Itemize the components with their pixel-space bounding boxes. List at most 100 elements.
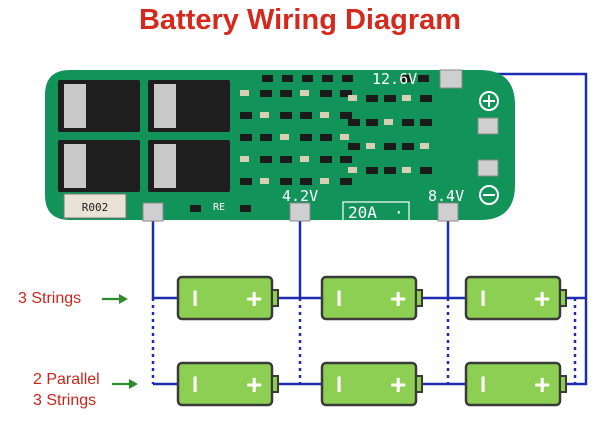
mosfet-tab: [154, 144, 176, 188]
smd-component: [348, 119, 360, 126]
row1-label: 3 Strings: [18, 290, 81, 307]
smd-component: [240, 112, 252, 119]
smd-component: [280, 178, 292, 185]
pad-12v6: [439, 69, 463, 89]
smd-component: [340, 112, 352, 119]
smd-component: [420, 167, 432, 174]
resistor-code: R002: [82, 201, 109, 214]
battery-plus-symbol: +: [534, 283, 550, 314]
smd-component: [260, 156, 272, 163]
smd-component: [300, 90, 309, 96]
wire-b-minus-row1: [151, 220, 178, 300]
mosfet-tab: [64, 84, 86, 128]
smd-component: [402, 143, 414, 150]
mosfet-tab: [64, 144, 86, 188]
arrow-right-icon: [112, 379, 138, 389]
smd-component: [384, 95, 396, 102]
smd-component: [366, 95, 378, 102]
current-dot: ·: [394, 203, 404, 222]
re-label: RE: [213, 202, 225, 213]
smd-component: [384, 119, 393, 125]
row1-label-line: 3 Strings: [18, 290, 81, 307]
minus-circle-icon: [479, 185, 499, 205]
smd-component: [300, 112, 312, 119]
smd-component: [260, 134, 272, 141]
pad-8v4: [437, 202, 459, 222]
smd-components: [190, 75, 432, 212]
smd-component: [420, 119, 432, 126]
smd-component: [282, 75, 293, 82]
smd-component: [320, 178, 329, 184]
label-12v6: 12.6V: [372, 70, 417, 88]
battery-cell: I+: [320, 275, 423, 321]
smd-component: [402, 167, 411, 173]
smd-component: [342, 75, 353, 82]
row-labels: 3 Strings 2 Parallel 3 Strings: [18, 290, 138, 409]
smd-component: [260, 90, 272, 97]
battery-plus-symbol: +: [246, 369, 262, 400]
smd-component: [340, 156, 352, 163]
arrow-right-icon: [102, 294, 128, 304]
smd-component: [300, 178, 312, 185]
smd-component: [420, 95, 432, 102]
row2-label: 2 Parallel 3 Strings: [33, 371, 104, 409]
smd-component: [384, 143, 396, 150]
solder-pads: [142, 69, 499, 222]
smd-component: [366, 119, 378, 126]
smd-component: [280, 90, 292, 97]
current-rating: 20A: [348, 203, 377, 222]
smd-component: [240, 178, 252, 185]
battery-plus-symbol: +: [390, 369, 406, 400]
smd-component: [320, 134, 332, 141]
shunt-resistor: [63, 193, 127, 219]
mosfet-tabs: [64, 84, 176, 188]
smd-component: [340, 178, 352, 185]
battery-cell: I+: [320, 361, 423, 407]
smd-component: [302, 75, 313, 82]
battery-terminal: [415, 289, 423, 307]
smd-component: [280, 112, 292, 119]
smd-component: [300, 156, 309, 162]
smd-component: [190, 205, 201, 212]
mosfet-tab: [154, 84, 176, 128]
smd-component: [418, 75, 429, 82]
smd-component: [366, 167, 378, 174]
smd-component: [402, 95, 411, 101]
battery-plus-symbol: +: [534, 369, 550, 400]
battery-plus-symbol: +: [390, 283, 406, 314]
smd-component: [280, 134, 289, 140]
smd-component: [240, 90, 249, 96]
smd-component: [348, 95, 357, 101]
battery-cell: I+: [176, 275, 279, 321]
pad-b-minus: [142, 202, 164, 222]
battery-terminal: [271, 289, 279, 307]
battery-minus-symbol: I: [192, 286, 198, 311]
battery-minus-symbol: I: [336, 372, 342, 397]
smd-component: [340, 134, 349, 140]
smd-component: [320, 112, 329, 118]
diagram-title: Battery Wiring Diagram: [138, 4, 462, 36]
smd-component: [420, 143, 429, 149]
smd-component: [348, 143, 360, 150]
pad-4v2: [289, 202, 311, 222]
battery-plus-symbol: +: [246, 283, 262, 314]
smd-component: [260, 112, 269, 118]
battery-terminal: [559, 375, 567, 393]
smd-component: [280, 156, 292, 163]
battery-array: I+I+I+I+I+I+: [176, 275, 567, 407]
pad-p-minus: [477, 159, 499, 177]
smd-component: [320, 156, 332, 163]
pad-p-plus: [477, 117, 499, 135]
plus-circle-icon: [479, 91, 499, 111]
battery-cell: I+: [464, 361, 567, 407]
wiring: [151, 72, 588, 386]
smd-component: [260, 178, 269, 184]
battery-cell: I+: [464, 275, 567, 321]
smd-component: [240, 156, 249, 162]
smd-component: [300, 134, 312, 141]
battery-terminal: [271, 375, 279, 393]
battery-minus-symbol: I: [480, 372, 486, 397]
smd-component: [348, 167, 357, 173]
smd-component: [240, 205, 251, 212]
